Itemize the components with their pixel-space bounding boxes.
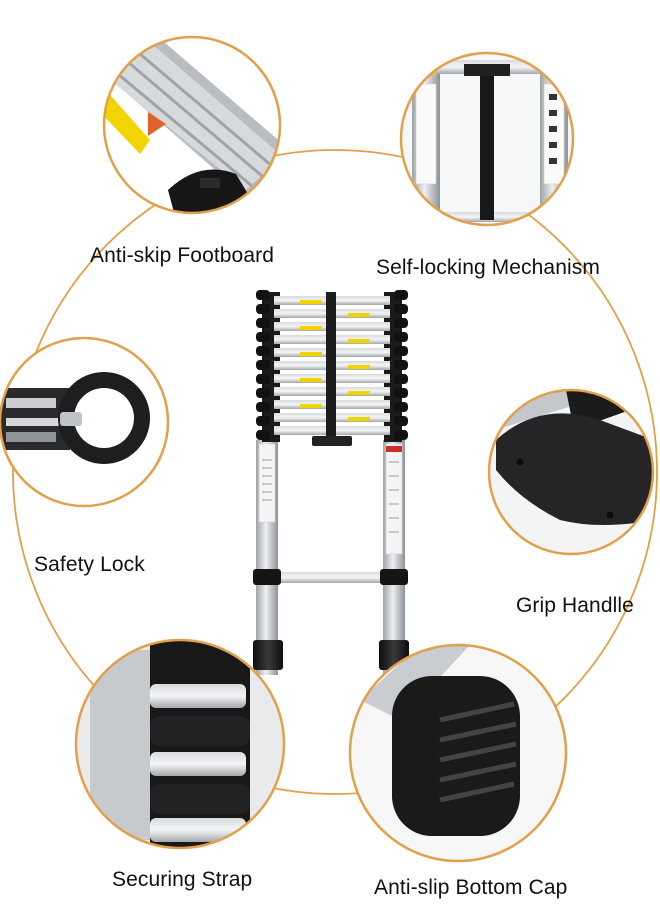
- self-locking-mechanism-detail: [399, 51, 575, 227]
- securing-strap-detail: [74, 638, 286, 850]
- safety-lock-label: Safety Lock: [34, 553, 145, 576]
- telescopic-ladder-image: [253, 290, 409, 675]
- safety-lock-detail: [0, 336, 170, 508]
- grip-handle-detail: [487, 388, 655, 556]
- anti-slip-bottom-cap-detail: [348, 643, 568, 863]
- securing-strap-label: Securing Strap: [112, 868, 253, 891]
- grip-handle-label: Grip Handlle: [516, 594, 634, 617]
- connecting-ring: [12, 149, 658, 795]
- anti-skip-footboard-label: Anti-skip Footboard: [90, 244, 274, 267]
- anti-slip-bottom-cap-label: Anti-slip Bottom Cap: [374, 876, 568, 899]
- self-locking-mechanism-label: Self-locking Mechanism: [376, 256, 600, 279]
- anti-skip-footboard-detail: [102, 35, 282, 215]
